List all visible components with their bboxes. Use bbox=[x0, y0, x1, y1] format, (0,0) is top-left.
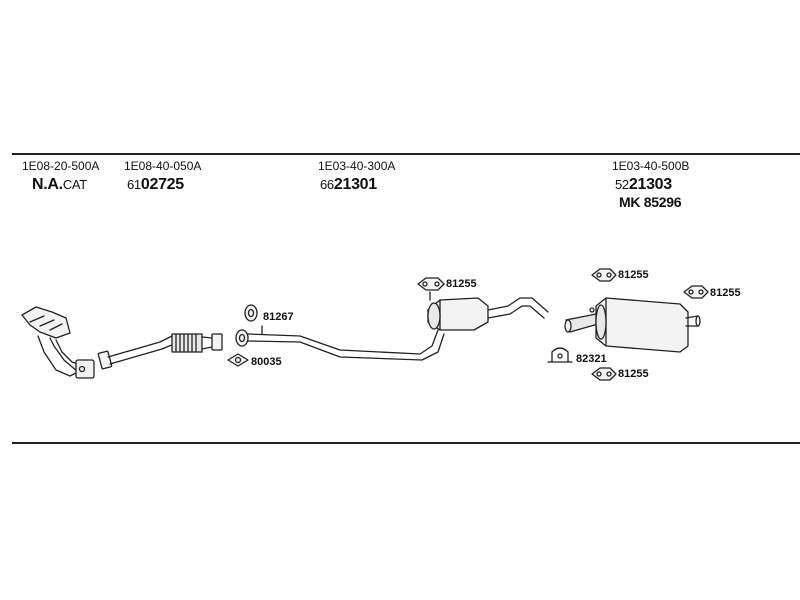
rubber-mount-81255-right-icon bbox=[683, 285, 709, 299]
part-number-4: 5221303 bbox=[615, 177, 672, 193]
exhaust-manifold bbox=[21, 306, 95, 379]
part-number-2: 6102725 bbox=[127, 177, 184, 193]
part-prefix-4: 52 bbox=[615, 177, 629, 192]
callout-81255-right: 81255 bbox=[710, 287, 741, 299]
rubber-mount-81255-middle-icon bbox=[417, 277, 445, 301]
callout-81267: 81267 bbox=[263, 311, 294, 323]
part-prefix-2: 61 bbox=[127, 177, 141, 192]
gasket-80035-icon bbox=[227, 353, 249, 367]
callout-81255-top: 81255 bbox=[618, 269, 649, 281]
gasket-81267-icon bbox=[244, 304, 258, 322]
part-prefix-3: 66 bbox=[320, 177, 334, 192]
center-silencer bbox=[427, 297, 549, 331]
intermediate-pipe bbox=[235, 325, 445, 361]
callout-82321: 82321 bbox=[576, 353, 607, 365]
part-code-2: 1E08-40-050A bbox=[124, 159, 202, 173]
top-divider-line bbox=[12, 153, 800, 155]
callout-81255-middle: 81255 bbox=[446, 278, 477, 290]
mounting-kit-number: MK 85296 bbox=[619, 194, 682, 210]
part-main-2: 02725 bbox=[140, 176, 184, 193]
part-main-3: 21301 bbox=[333, 176, 377, 193]
part-code-3: 1E03-40-300A bbox=[318, 159, 396, 173]
bottom-divider-line bbox=[12, 442, 800, 444]
part-code-1: 1E08-20-500A bbox=[22, 159, 100, 173]
part-number-3: 6621301 bbox=[320, 177, 377, 193]
callout-81255-bottom: 81255 bbox=[618, 368, 649, 380]
part-main-4: 21303 bbox=[628, 176, 672, 193]
callout-80035: 80035 bbox=[251, 356, 282, 368]
part-code-4: 1E03-40-500B bbox=[612, 159, 690, 173]
front-pipe bbox=[97, 333, 223, 370]
rear-silencer bbox=[564, 297, 701, 353]
part-number-1: N.A.CAT bbox=[32, 177, 87, 193]
rubber-mount-81255-bottom-icon bbox=[591, 367, 617, 381]
part-prefix-1: N.A. bbox=[32, 176, 63, 193]
clamp-82321-icon bbox=[547, 347, 573, 363]
rubber-mount-81255-top-icon bbox=[591, 268, 617, 282]
part-suffix-1: CAT bbox=[62, 177, 87, 192]
